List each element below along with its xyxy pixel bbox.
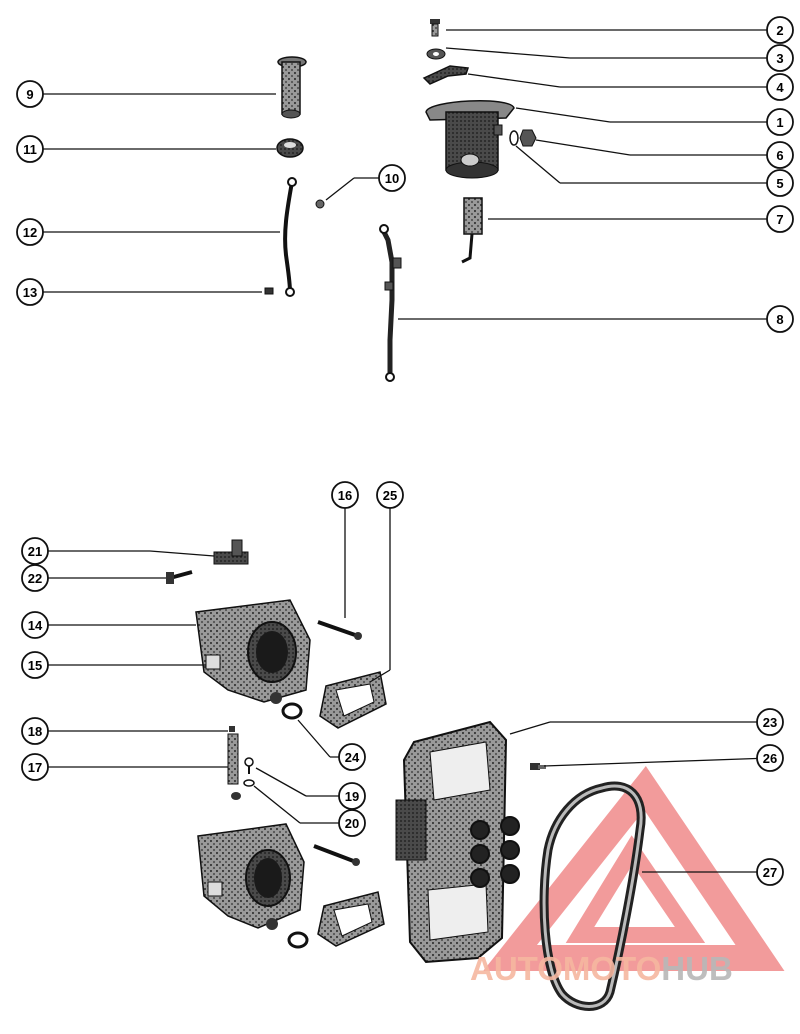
watermark-part-1: AUTOMOTO	[470, 950, 661, 987]
callout-20: 20	[338, 809, 366, 837]
callout-16: 16	[331, 481, 359, 509]
callout-18: 18	[21, 717, 49, 745]
watermark-triangle-outer	[483, 766, 785, 971]
callout-7: 7	[766, 205, 794, 233]
callout-label-27: 27	[763, 865, 777, 880]
watermark-text-primary: AUTOMOTOHUB	[470, 950, 733, 987]
watermark-triangle-inner	[565, 835, 706, 943]
callout-26: 26	[756, 744, 784, 772]
lower-gasket	[317, 891, 385, 947]
part-18-pin	[229, 726, 235, 732]
part-24-o-ring	[281, 702, 303, 720]
callout-9: 9	[16, 80, 44, 108]
callout-label-10: 10	[385, 171, 399, 186]
part-26-screw	[530, 763, 546, 770]
callout-label-13: 13	[23, 285, 37, 300]
callout-label-21: 21	[28, 544, 42, 559]
watermark-part-2: HUB	[661, 950, 733, 987]
part-25-gasket	[319, 671, 387, 729]
callout-27: 27	[756, 858, 784, 886]
callout-12: 12	[16, 218, 44, 246]
callout-label-24: 24	[345, 750, 360, 765]
part-6-nut	[519, 129, 537, 147]
callout-label-23: 23	[763, 715, 777, 730]
callout-label-6: 6	[776, 148, 783, 163]
callout-3: 3	[766, 44, 794, 72]
part-4-bracket	[422, 65, 470, 85]
leader-lines	[30, 29, 780, 873]
callout-19: 19	[338, 782, 366, 810]
part-1-solenoid	[425, 100, 515, 179]
callout-label-4: 4	[776, 80, 784, 95]
callout-label-25: 25	[383, 488, 397, 503]
part-14-carburetor	[195, 599, 311, 704]
callout-label-17: 17	[28, 760, 42, 775]
callout-11: 11	[16, 135, 44, 163]
part-23-intake-manifold	[395, 720, 520, 964]
part-17-screw	[227, 733, 241, 800]
callout-17: 17	[21, 753, 49, 781]
callout-5: 5	[766, 169, 794, 197]
callout-label-26: 26	[763, 751, 777, 766]
callout-label-7: 7	[776, 212, 783, 227]
lower-carburetor	[197, 823, 305, 930]
callout-15: 15	[21, 651, 49, 679]
part-19-screw	[244, 757, 254, 774]
callout-6: 6	[766, 141, 794, 169]
part-21-lever	[213, 539, 249, 565]
callout-21: 21	[21, 537, 49, 565]
callout-label-1: 1	[776, 115, 783, 130]
part-27-seal-strip	[539, 781, 646, 1011]
manifold-ports	[470, 816, 520, 888]
callout-label-3: 3	[776, 51, 783, 66]
callout-label-11: 11	[23, 142, 37, 157]
callout-24: 24	[338, 743, 366, 771]
callout-label-12: 12	[23, 225, 37, 240]
callout-23: 23	[756, 708, 784, 736]
callout-label-18: 18	[28, 724, 42, 739]
watermark-text: AUTOMOTOHUB	[470, 950, 733, 987]
callout-label-2: 2	[776, 23, 783, 38]
callout-22: 22	[21, 564, 49, 592]
watermark-logo	[483, 766, 785, 971]
callout-4: 4	[766, 73, 794, 101]
callouts: 1 2 3 4 5 6 7 8 9 10 11 12 13 14 15 16 1…	[16, 16, 794, 886]
callout-14: 14	[21, 611, 49, 639]
callout-label-16: 16	[338, 488, 352, 503]
callout-label-8: 8	[776, 312, 783, 327]
part-22-screw	[166, 570, 193, 584]
part-11-grommet	[276, 138, 304, 158]
callout-label-5: 5	[776, 176, 783, 191]
callout-13: 13	[16, 278, 44, 306]
callout-label-22: 22	[28, 571, 42, 586]
callout-label-14: 14	[28, 618, 43, 633]
callout-8: 8	[766, 305, 794, 333]
callout-10: 10	[378, 164, 406, 192]
callout-1: 1	[766, 108, 794, 136]
callout-label-9: 9	[26, 87, 33, 102]
part-20-washer	[243, 779, 255, 787]
part-2-screw	[430, 19, 440, 37]
lower-o-ring	[287, 931, 309, 949]
part-10-screw	[315, 199, 325, 209]
callout-label-19: 19	[345, 789, 359, 804]
part-13-screw	[264, 287, 274, 295]
part-9-sleeve	[277, 56, 307, 119]
part-16-bolt	[317, 620, 362, 640]
callout-label-15: 15	[28, 658, 42, 673]
part-8-linkage-rod	[379, 224, 402, 382]
callout-2: 2	[766, 16, 794, 44]
part-12-link-rod	[283, 177, 297, 297]
part-7-plunger	[461, 197, 483, 264]
lower-bolt	[313, 844, 360, 866]
callout-25: 25	[376, 481, 404, 509]
part-3-washer	[426, 48, 446, 60]
part-5-washer	[509, 130, 519, 146]
callout-label-20: 20	[345, 816, 359, 831]
